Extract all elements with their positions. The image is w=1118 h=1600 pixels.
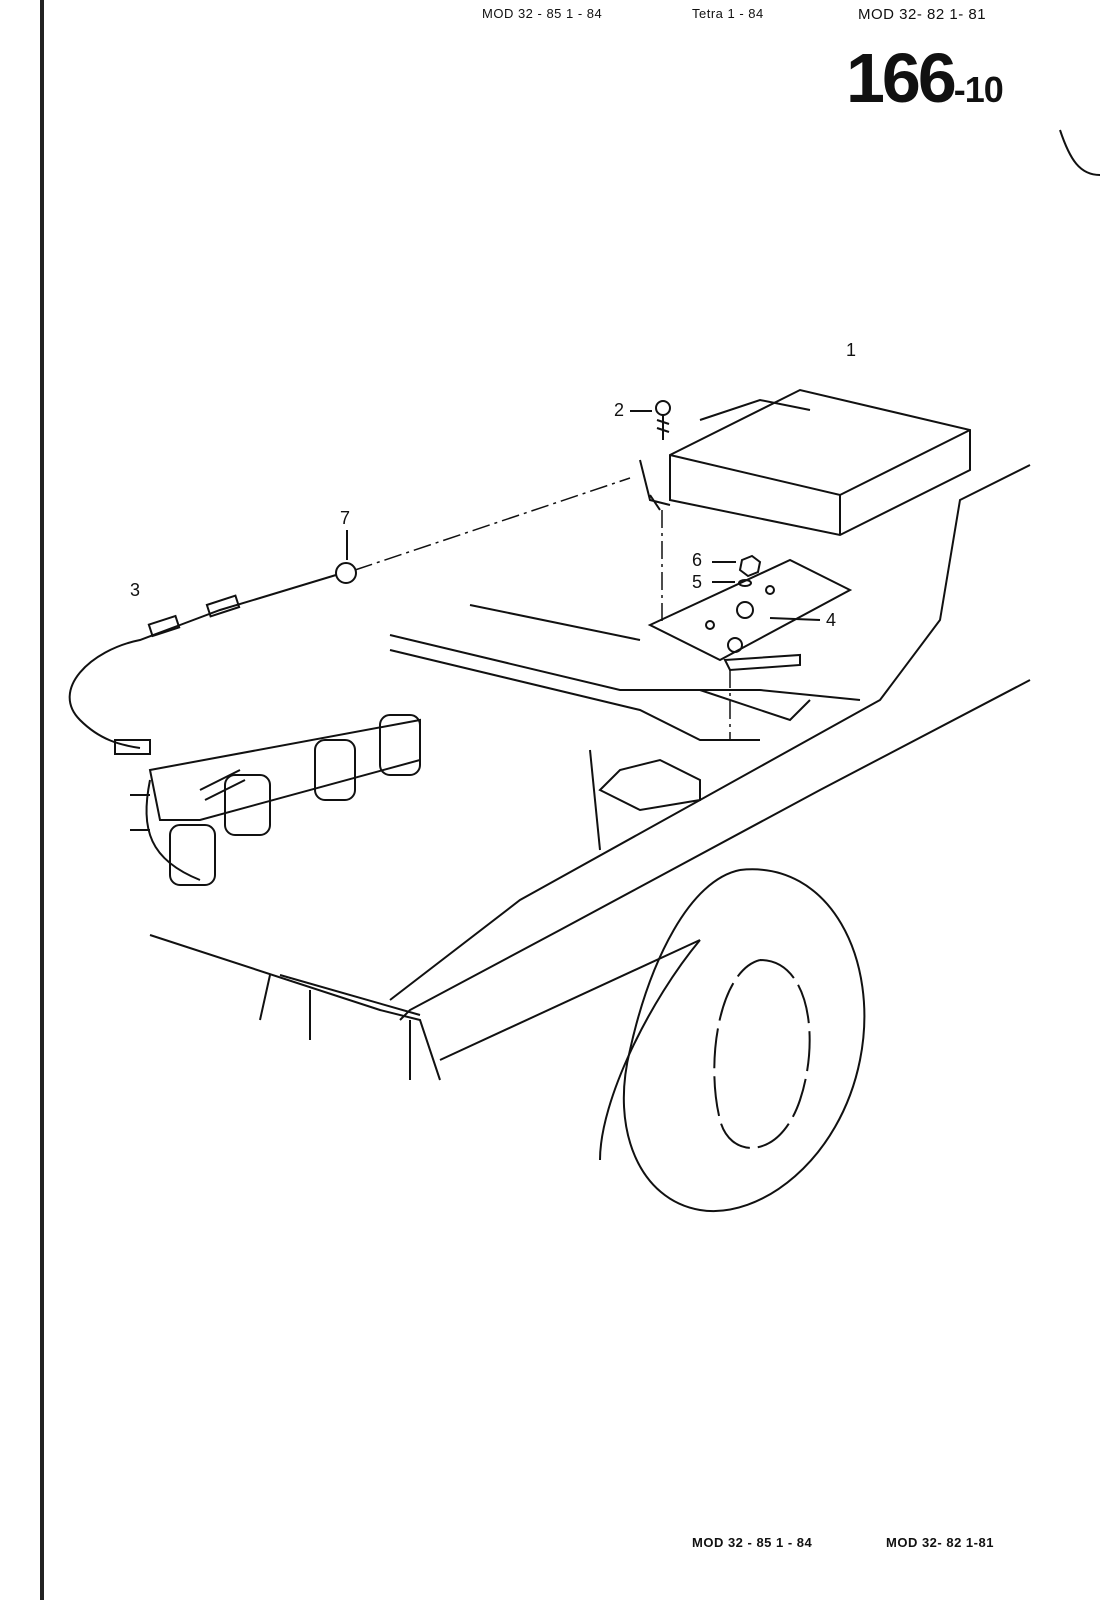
page-number-main: 166 (846, 39, 957, 117)
callout-2: 2 (614, 400, 625, 420)
callout-4: 4 (826, 610, 837, 630)
header-model-b: Tetra 1 - 84 (692, 6, 764, 21)
callout-1: 1 (846, 340, 857, 360)
callout-3: 3 (130, 580, 141, 600)
screw-part-2 (630, 400, 671, 440)
control-unit-part-1 (639, 388, 971, 537)
callout-5: 5 (692, 572, 703, 592)
bracket-part-4 (647, 558, 853, 672)
footer-model-a: MOD 32 - 85 1 - 84 (692, 1535, 813, 1550)
assembly-leader-lines (354, 477, 731, 740)
callout-6: 6 (692, 550, 703, 570)
page-number: 166-10 (846, 38, 1004, 118)
page-number-sub: -10 (953, 69, 1004, 110)
page-binding-edge (40, 0, 44, 1600)
margin-mark (1059, 129, 1101, 176)
nut-washer-parts-5-6 (712, 554, 762, 587)
car-body-outline (149, 464, 1031, 1213)
footer-model-c: MOD 32- 82 1-81 (886, 1535, 994, 1550)
exhaust-manifold (130, 714, 421, 886)
oxygen-sensor-cable-part-3-7 (68, 530, 357, 755)
header-model-c: MOD 32- 82 1- 81 (858, 6, 987, 23)
callout-7: 7 (340, 508, 351, 528)
header-model-a: MOD 32 - 85 1 - 84 (482, 6, 603, 21)
